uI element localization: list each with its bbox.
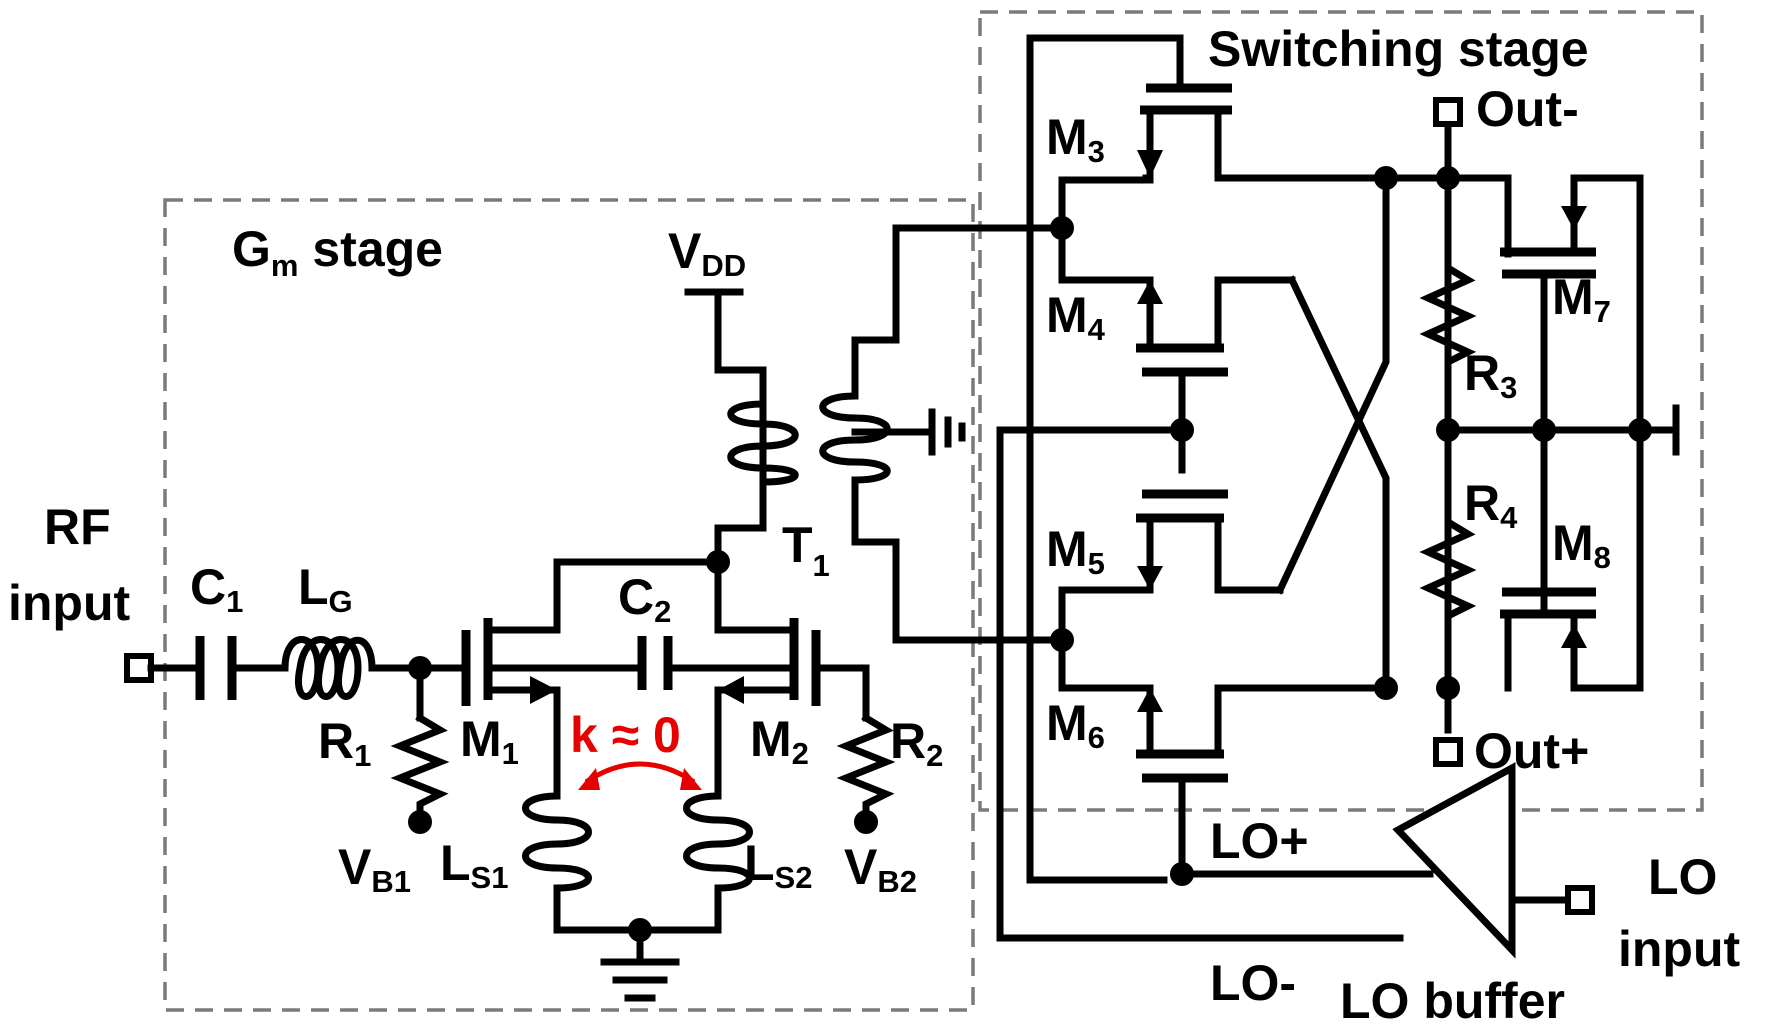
r1-label: R1 (318, 713, 371, 773)
transistor-m4 (1136, 276, 1296, 377)
rf-input-port (124, 653, 154, 683)
vb2-node (854, 810, 878, 834)
resistor-r4 (1419, 426, 1477, 692)
m5-label: M5 (1046, 521, 1105, 581)
lg-label: LG (298, 559, 353, 619)
switching-stage-label: Switching stage (1208, 21, 1589, 77)
m7-label: M7 (1552, 269, 1611, 329)
lo-input-port (1565, 885, 1595, 915)
out-plus-label: Out+ (1474, 723, 1589, 779)
inductor-ls2 (683, 776, 753, 934)
vb1-label: VB1 (338, 839, 411, 899)
lo-buffer (1392, 762, 1516, 959)
c2-label: C2 (618, 569, 671, 629)
m6-label: M6 (1046, 695, 1105, 755)
inductor-lg (281, 636, 376, 700)
m3-label: M3 (1046, 109, 1105, 169)
switching-stage-box (978, 10, 1704, 812)
out-plus-port (1433, 737, 1463, 767)
rf-input-label-line2: input (8, 575, 131, 631)
resistor-r3 (1419, 174, 1477, 434)
transformer-primary (727, 400, 799, 504)
lo-input-label-line1: LO (1648, 849, 1717, 905)
transistor-m8 (1500, 587, 1644, 692)
transistor-m7 (1500, 174, 1644, 279)
transistor-m3 (1026, 34, 1396, 182)
m8-label: M8 (1552, 515, 1611, 575)
transistor-m5 (1136, 489, 1284, 594)
coupling-label: k ≈ 0 (570, 707, 681, 763)
m1-label: M1 (460, 711, 519, 771)
vdd-label: VDD (668, 223, 746, 283)
vb2-label: VB2 (844, 839, 917, 899)
ground-symbol (600, 958, 680, 1002)
r2-label: R2 (890, 713, 943, 773)
inductor-ls1 (522, 776, 592, 934)
secondary-ground (928, 408, 966, 456)
resistor-r1 (390, 713, 450, 824)
t1-label: T1 (782, 517, 830, 583)
lo-buffer-label: LO buffer (1340, 973, 1565, 1029)
transformer-secondary (819, 361, 891, 529)
out-minus-label: Out- (1476, 81, 1579, 137)
transistor-m6 (1136, 684, 1396, 783)
capacitor-c1 (195, 636, 237, 700)
transistor-m1 (461, 558, 722, 784)
ls1-label: LS1 (440, 835, 508, 895)
gm-stage-box (163, 198, 975, 1012)
lo-plus-label: LO+ (1210, 813, 1309, 869)
capacitor-c2 (637, 636, 673, 690)
coupling-arrow (578, 761, 702, 790)
lo-minus-label: LO- (1210, 955, 1296, 1011)
c1-label: C1 (190, 559, 243, 619)
gm-stage-label: Gm stage (232, 221, 443, 283)
switching-ground (1636, 404, 1680, 456)
r4-label: R4 (1464, 475, 1518, 535)
ls2-label: LS2 (744, 835, 812, 895)
r3-label: R3 (1464, 345, 1517, 405)
out-minus-port (1433, 97, 1463, 127)
vb1-node (408, 810, 432, 834)
rf-input-label-line1: RF (44, 499, 111, 555)
m4-label: M4 (1046, 287, 1106, 347)
resistor-r2 (836, 713, 896, 824)
m2-label: M2 (750, 711, 809, 771)
lo-input-label-line2: input (1618, 921, 1741, 977)
